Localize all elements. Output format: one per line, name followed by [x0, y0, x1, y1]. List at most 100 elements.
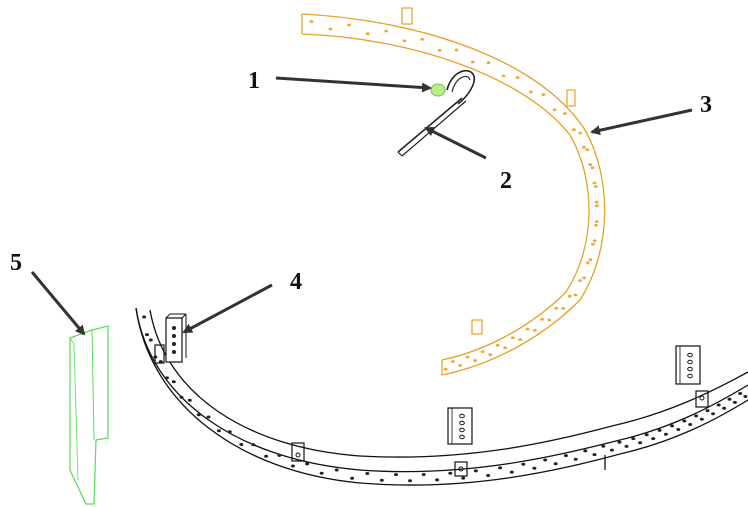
perforation-hole: [319, 471, 324, 475]
callout-arrow-2: [424, 126, 487, 160]
pin-shaft-edge: [401, 100, 467, 157]
clip-and-pin: [397, 69, 476, 157]
perforation-hole: [461, 476, 466, 480]
perforation-hole: [590, 166, 595, 170]
perforation-hole: [408, 479, 412, 483]
black-band-tab: [154, 344, 165, 364]
perforation-hole: [473, 359, 477, 363]
perforation-hole: [543, 458, 548, 462]
callout-label-1: 1: [248, 68, 260, 94]
perforation-hole: [711, 412, 716, 416]
perforation-hole: [563, 454, 568, 458]
perforation-hole: [437, 48, 442, 52]
perforation-hole: [594, 220, 599, 223]
perforation-hole: [379, 478, 384, 482]
perforation-hole: [738, 392, 743, 395]
perforation-hole: [532, 466, 537, 470]
perforation-hole: [239, 443, 244, 446]
perforation-hole: [624, 444, 629, 448]
perforation-hole: [443, 367, 448, 371]
perforation-hole: [451, 360, 455, 363]
perforation-hole: [732, 400, 737, 404]
green-clip-highlight: [430, 83, 446, 97]
perforation-hole: [347, 23, 351, 27]
perforation-hole: [510, 336, 515, 340]
perforation-hole: [142, 315, 147, 319]
perforation-hole: [699, 417, 704, 421]
perforation-hole: [578, 131, 582, 135]
perforation-hole: [305, 462, 310, 466]
orange-perforated-band: [301, 7, 606, 376]
perforation-hole: [552, 108, 557, 112]
perforation-hole: [187, 398, 192, 402]
perforated-plate-part-4: [165, 313, 187, 363]
callout-arrow-3: [590, 108, 693, 136]
perforation-hole: [227, 430, 232, 434]
perforation-hole: [572, 128, 576, 132]
perforation-hole: [541, 93, 546, 97]
perforation-hole: [486, 474, 491, 477]
callout-label-4: 4: [290, 269, 302, 295]
perforation-hole: [488, 353, 493, 357]
orange-band-tab: [471, 319, 483, 335]
perforation-hole: [591, 242, 595, 246]
perforation-hole: [164, 376, 169, 380]
perforation-hole: [601, 444, 606, 448]
perforation-hole: [454, 48, 459, 52]
perforation-hole: [651, 437, 656, 441]
perforation-hole: [277, 453, 282, 457]
perforation-hole: [365, 472, 370, 475]
perforation-hole: [592, 453, 597, 457]
perforation-hole: [518, 338, 523, 342]
perforation-hole: [473, 469, 478, 473]
perforation-hole: [498, 466, 503, 470]
perforation-hole: [251, 443, 256, 447]
perforation-hole: [585, 148, 590, 152]
callout-arrow-4: [182, 283, 273, 334]
perforation-hole: [553, 462, 558, 466]
perforation-hole: [421, 473, 426, 476]
perforation-hole: [567, 294, 572, 298]
perforation-hole: [501, 74, 506, 78]
black-perforated-band: [135, 307, 748, 486]
callout-label-5: 5: [10, 250, 22, 276]
perforation-hole: [503, 346, 508, 350]
perforation-hole: [216, 429, 221, 433]
perforation-hole: [631, 437, 636, 441]
perforation-hole: [722, 406, 727, 410]
perforation-hole: [573, 293, 578, 297]
perforation-hole: [515, 76, 520, 80]
perforation-hole: [196, 413, 201, 417]
perforation-hole: [582, 145, 586, 149]
perforation-hole: [554, 306, 559, 310]
perforation-hole: [350, 476, 355, 480]
perforation-hole: [525, 327, 530, 331]
perforation-hole: [547, 318, 552, 322]
perforation-hole: [573, 457, 578, 461]
perforation-hole: [588, 258, 593, 262]
perforation-hole: [561, 306, 565, 310]
perforation-hole: [328, 27, 333, 31]
black-band-tab: [695, 390, 709, 408]
perforation-hole: [334, 468, 339, 472]
perforation-hole: [694, 414, 699, 418]
perforation-hole: [609, 448, 614, 452]
perforation-hole: [179, 395, 184, 399]
perforation-hole: [592, 239, 597, 243]
perforation-hole: [594, 223, 598, 227]
perforation-hole: [688, 423, 693, 426]
perforated-plate: [447, 407, 473, 445]
orange-band-tab: [401, 7, 413, 25]
perforation-hole: [448, 471, 453, 475]
callout-arrows: [30, 76, 693, 336]
perforation-hole: [727, 397, 732, 401]
perforation-hole: [521, 462, 526, 466]
perforation-hole: [309, 20, 314, 23]
perforation-hole: [617, 440, 622, 444]
perforation-hole: [465, 355, 470, 359]
callout-labels: 1 2 3 4 5: [10, 68, 712, 295]
perforation-hole: [682, 419, 687, 423]
callout-arrow-5: [30, 271, 86, 336]
black-band-tab: [454, 461, 468, 477]
